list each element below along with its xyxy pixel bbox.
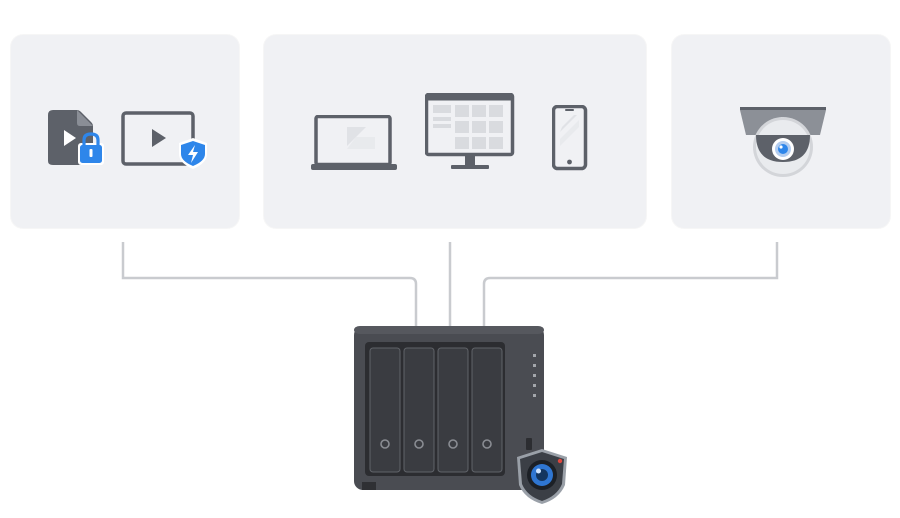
connector-line-media (121, 242, 418, 326)
camera-panel (672, 35, 890, 228)
dome-camera-icon (740, 107, 826, 177)
drive-bays (369, 347, 503, 473)
protected-file-icon (48, 110, 104, 165)
media-panel (11, 35, 239, 228)
nas-device-icon (354, 326, 544, 490)
devices-panel (264, 35, 646, 228)
connector-line-camera (482, 242, 779, 326)
smartphone-icon (552, 105, 588, 171)
surveillance-shield-icon (517, 449, 567, 504)
status-leds (533, 354, 536, 397)
desktop-monitor-icon (425, 93, 515, 169)
secure-video-icon (121, 111, 207, 169)
laptop-icon (311, 115, 397, 170)
